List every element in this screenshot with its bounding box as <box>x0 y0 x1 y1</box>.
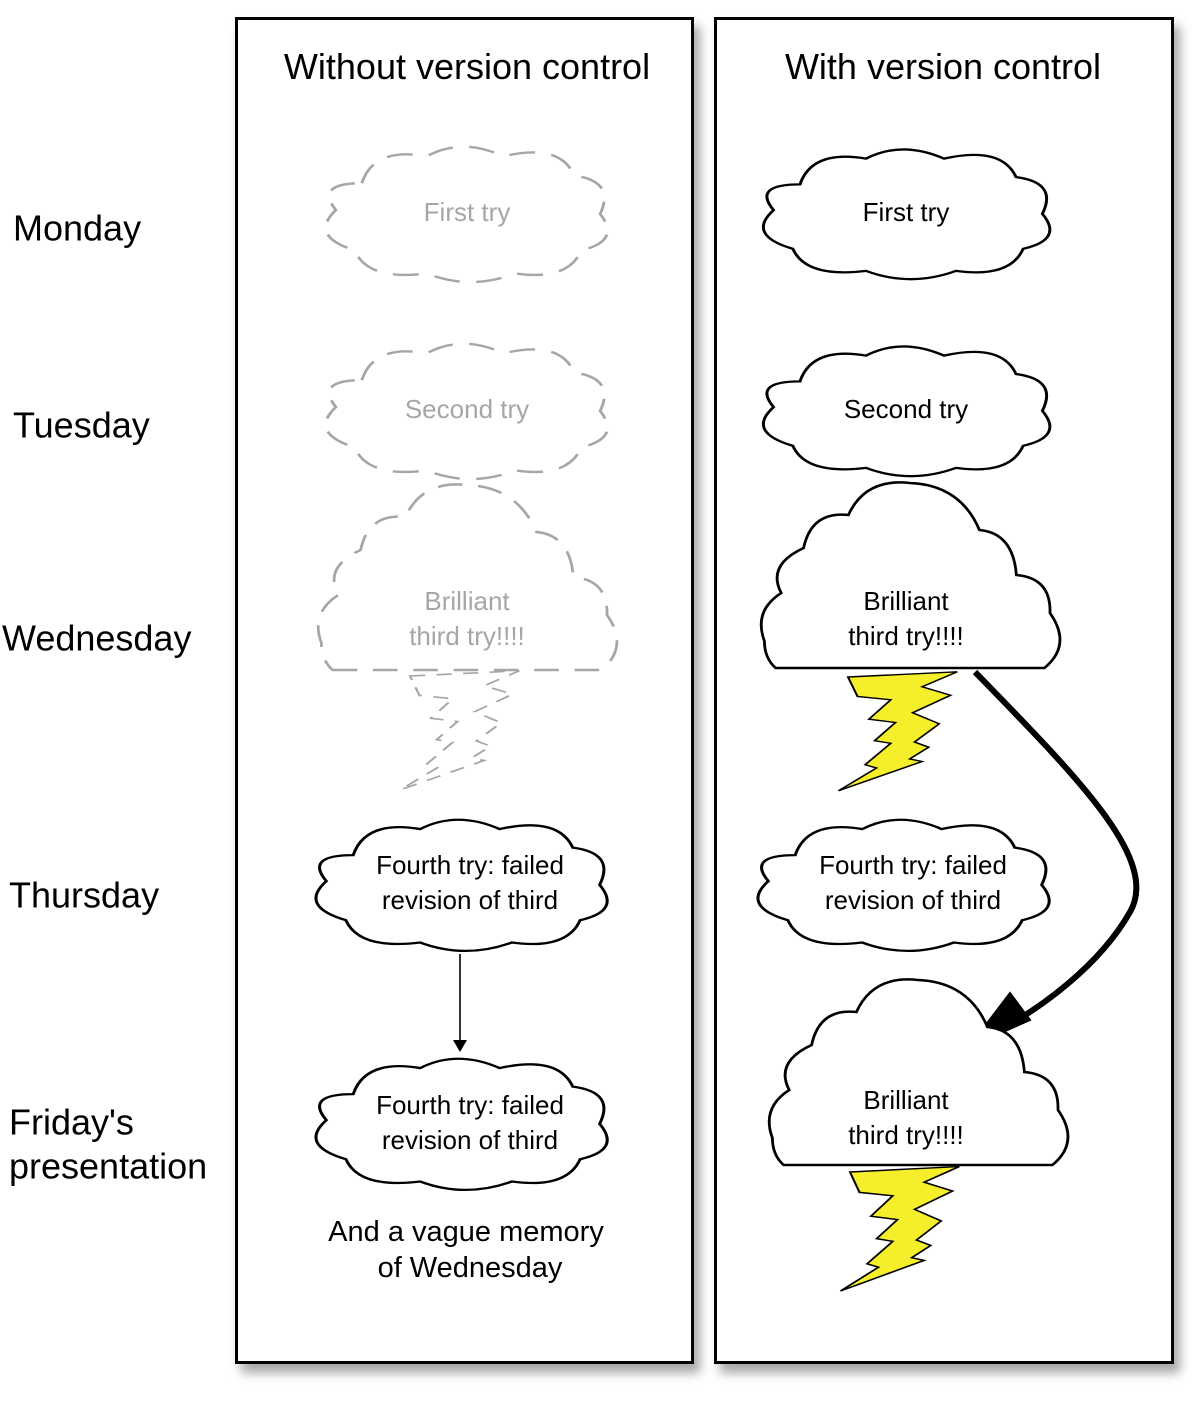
cloud-thursday-right: Fourth try: failed revision of third <box>756 818 1051 953</box>
day-label-presentation: presentation <box>9 1145 208 1187</box>
cloud-thursday-left: Fourth try: failed revision of third <box>314 818 609 953</box>
cloud-wednesday-right-line1: Brilliant <box>863 586 949 616</box>
day-label-thursday: Thursday <box>9 874 160 916</box>
cloud-friday-left-line2: revision of third <box>382 1125 558 1155</box>
vague-memory-note-line1: And a vague memory <box>328 1216 604 1248</box>
cloud-friday-right-line1: Brilliant <box>863 1085 949 1115</box>
cloud-wednesday-right-line2: third try!!!! <box>848 621 964 651</box>
cloud-tuesday-right: Second try <box>761 344 1052 478</box>
cloud-friday-left: Fourth try: failed revision of third <box>314 1057 609 1192</box>
cloud-friday-right-line2: third try!!!! <box>848 1120 964 1150</box>
ghost-cloud-wednesday-line1: Brilliant <box>424 586 510 616</box>
cloud-monday-right: First try <box>761 147 1052 281</box>
ghost-cloud-wednesday-line2: third try!!!! <box>409 621 525 651</box>
day-label-friday: Friday's <box>9 1101 134 1143</box>
lightning-icon-friday <box>839 1165 961 1293</box>
cloud-monday-right-text: First try <box>863 197 950 227</box>
restore-third-try-arrow <box>972 669 1140 1038</box>
without-version-control-title: Without version control <box>283 46 651 87</box>
day-label-tuesday: Tuesday <box>13 404 150 446</box>
cloud-tuesday-right-text: Second try <box>844 394 968 424</box>
ghost-cloud-tuesday-text: Second try <box>405 394 529 424</box>
with-version-control-title: With version control <box>784 46 1102 87</box>
cloud-thursday-right-line2: revision of third <box>825 885 1001 915</box>
cloud-thursday-left-line1: Fourth try: failed <box>376 850 564 880</box>
cloud-friday-left-line1: Fourth try: failed <box>376 1090 564 1120</box>
ghost-cloud-monday-text: First try <box>424 197 511 227</box>
cloud-wednesday-right: Brilliant third try!!!! <box>759 481 1062 670</box>
day-label-monday: Monday <box>13 207 142 249</box>
ghost-cloud-monday: First try <box>324 145 609 284</box>
lightning-icon-wednesday <box>837 670 959 792</box>
cloud-thursday-right-line1: Fourth try: failed <box>819 850 1007 880</box>
ghost-lightning-icon <box>399 669 521 791</box>
ghost-cloud-tuesday: Second try <box>324 342 609 481</box>
cloud-friday-right: Brilliant third try!!!! <box>767 978 1070 1167</box>
ghost-cloud-wednesday: Brilliant third try!!!! <box>316 483 619 672</box>
vague-memory-note-line2: of Wednesday <box>378 1252 563 1284</box>
day-label-wednesday: Wednesday <box>2 617 192 659</box>
cloud-thursday-left-line2: revision of third <box>382 885 558 915</box>
